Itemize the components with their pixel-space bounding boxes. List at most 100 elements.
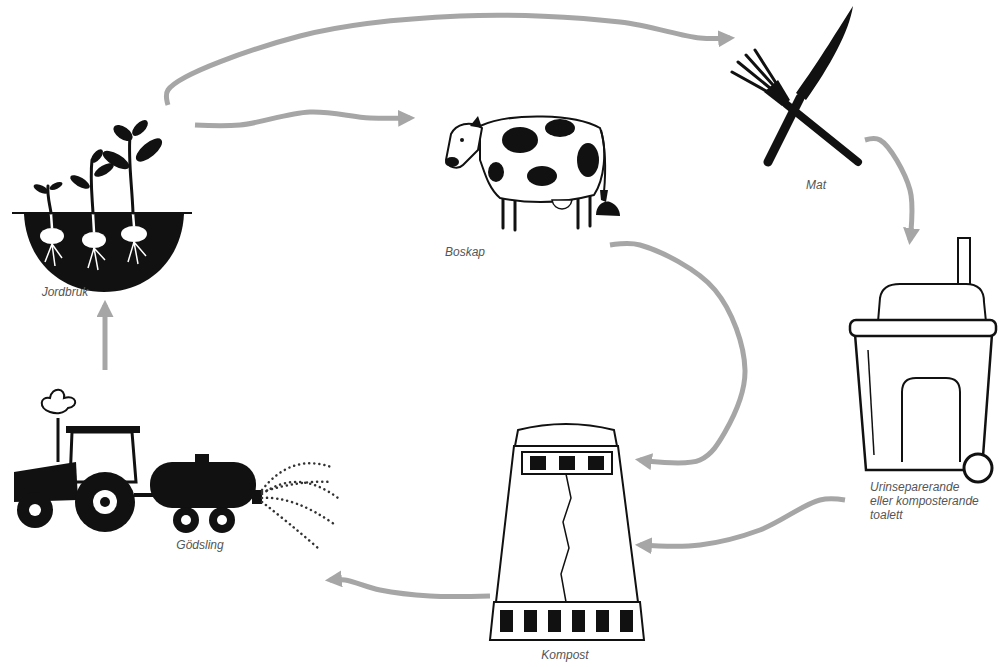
seed	[82, 232, 106, 248]
toilet-rim	[850, 320, 996, 336]
vent	[548, 610, 561, 632]
roots	[45, 214, 146, 270]
spray-arc	[262, 502, 318, 548]
knife-blade	[796, 6, 853, 100]
illustration-node: Kompost	[490, 420, 640, 665]
illustration-node: Boskap	[410, 100, 610, 265]
cow-ear	[470, 116, 482, 128]
spray	[262, 463, 338, 548]
cow-eye	[460, 138, 464, 142]
leaf	[32, 182, 49, 195]
flow-arrow	[865, 139, 912, 240]
vent	[572, 610, 585, 632]
root	[45, 244, 62, 266]
plants-illustration	[12, 117, 192, 292]
fork-handle	[786, 104, 858, 162]
seed	[40, 228, 64, 244]
node-label: Boskap	[435, 245, 495, 259]
wheel-hub	[93, 490, 117, 514]
toilet-illustration	[850, 238, 996, 482]
leaf	[111, 122, 136, 144]
cow-udder	[552, 200, 572, 209]
spray-arc	[262, 482, 330, 492]
leaf	[89, 147, 105, 164]
leaf	[68, 173, 92, 192]
tractor-illustration	[14, 390, 338, 548]
compost-body	[496, 446, 638, 602]
compost-vents	[500, 610, 633, 632]
vent	[620, 610, 633, 632]
spray-arc	[262, 482, 338, 498]
wheel-hub	[217, 515, 227, 525]
illustration-node: Gödsling	[5, 370, 330, 585]
cow-tail	[601, 130, 605, 192]
spot	[502, 127, 538, 153]
wheel-hub	[181, 515, 191, 525]
toilet-edge	[868, 350, 874, 455]
node-label: Jordbruk	[30, 285, 100, 299]
compost-crack	[561, 474, 571, 602]
leg	[502, 195, 505, 228]
leg	[577, 198, 580, 228]
ground-line	[12, 212, 192, 214]
stem	[91, 160, 93, 213]
spray-arc	[262, 463, 334, 490]
cutlery-illustration	[732, 6, 858, 162]
compost-base	[490, 602, 644, 640]
stem	[48, 186, 51, 213]
toilet-body	[855, 334, 992, 470]
seed	[121, 226, 147, 242]
leg	[514, 198, 517, 230]
flow-arrow	[640, 499, 845, 546]
compost-band	[522, 452, 612, 474]
fork-tines	[732, 50, 776, 92]
node-label: Mat	[791, 178, 841, 192]
spot	[527, 166, 557, 186]
slot	[559, 456, 575, 470]
spot	[488, 162, 504, 182]
flow-arrow	[166, 15, 730, 105]
wheel-hub	[29, 504, 41, 516]
flow-arrow	[195, 112, 410, 126]
cab-roof	[66, 426, 140, 433]
spot	[577, 143, 599, 177]
exhaust-smoke	[42, 390, 76, 413]
root	[88, 248, 105, 270]
toilet-wheel	[964, 454, 992, 482]
exhaust-pipe	[57, 418, 60, 462]
leaf	[132, 134, 166, 165]
stem	[129, 136, 133, 213]
node-label: Kompost	[535, 648, 595, 662]
cow-head	[446, 124, 482, 168]
compost-illustration	[490, 424, 644, 640]
flow-arrow	[610, 244, 745, 463]
rear-wheel	[75, 472, 135, 532]
vent	[524, 610, 537, 632]
hitch	[134, 493, 154, 497]
flow-arrow	[330, 580, 490, 597]
cow-body	[480, 116, 604, 202]
leaves	[32, 117, 165, 195]
spray-nozzle	[252, 490, 262, 504]
leaf	[100, 147, 132, 172]
vent	[500, 610, 513, 632]
tank-wheel	[173, 507, 199, 533]
illustration-node: Mat	[730, 5, 865, 195]
cow-tail-tuft	[600, 190, 608, 202]
slot	[588, 456, 604, 470]
vent	[596, 610, 609, 632]
node-label: Gödsling	[165, 538, 235, 552]
leaf	[48, 180, 63, 191]
toilet-door	[902, 378, 960, 462]
tank-wheel	[209, 507, 235, 533]
leg	[589, 194, 592, 226]
front-wheel	[17, 492, 53, 528]
node-label: Urinseparerande eller komposterande toal…	[870, 480, 980, 522]
cow-spots	[488, 119, 599, 186]
spot	[545, 119, 575, 137]
cow-nose	[445, 157, 459, 167]
compost-cap	[515, 424, 617, 446]
